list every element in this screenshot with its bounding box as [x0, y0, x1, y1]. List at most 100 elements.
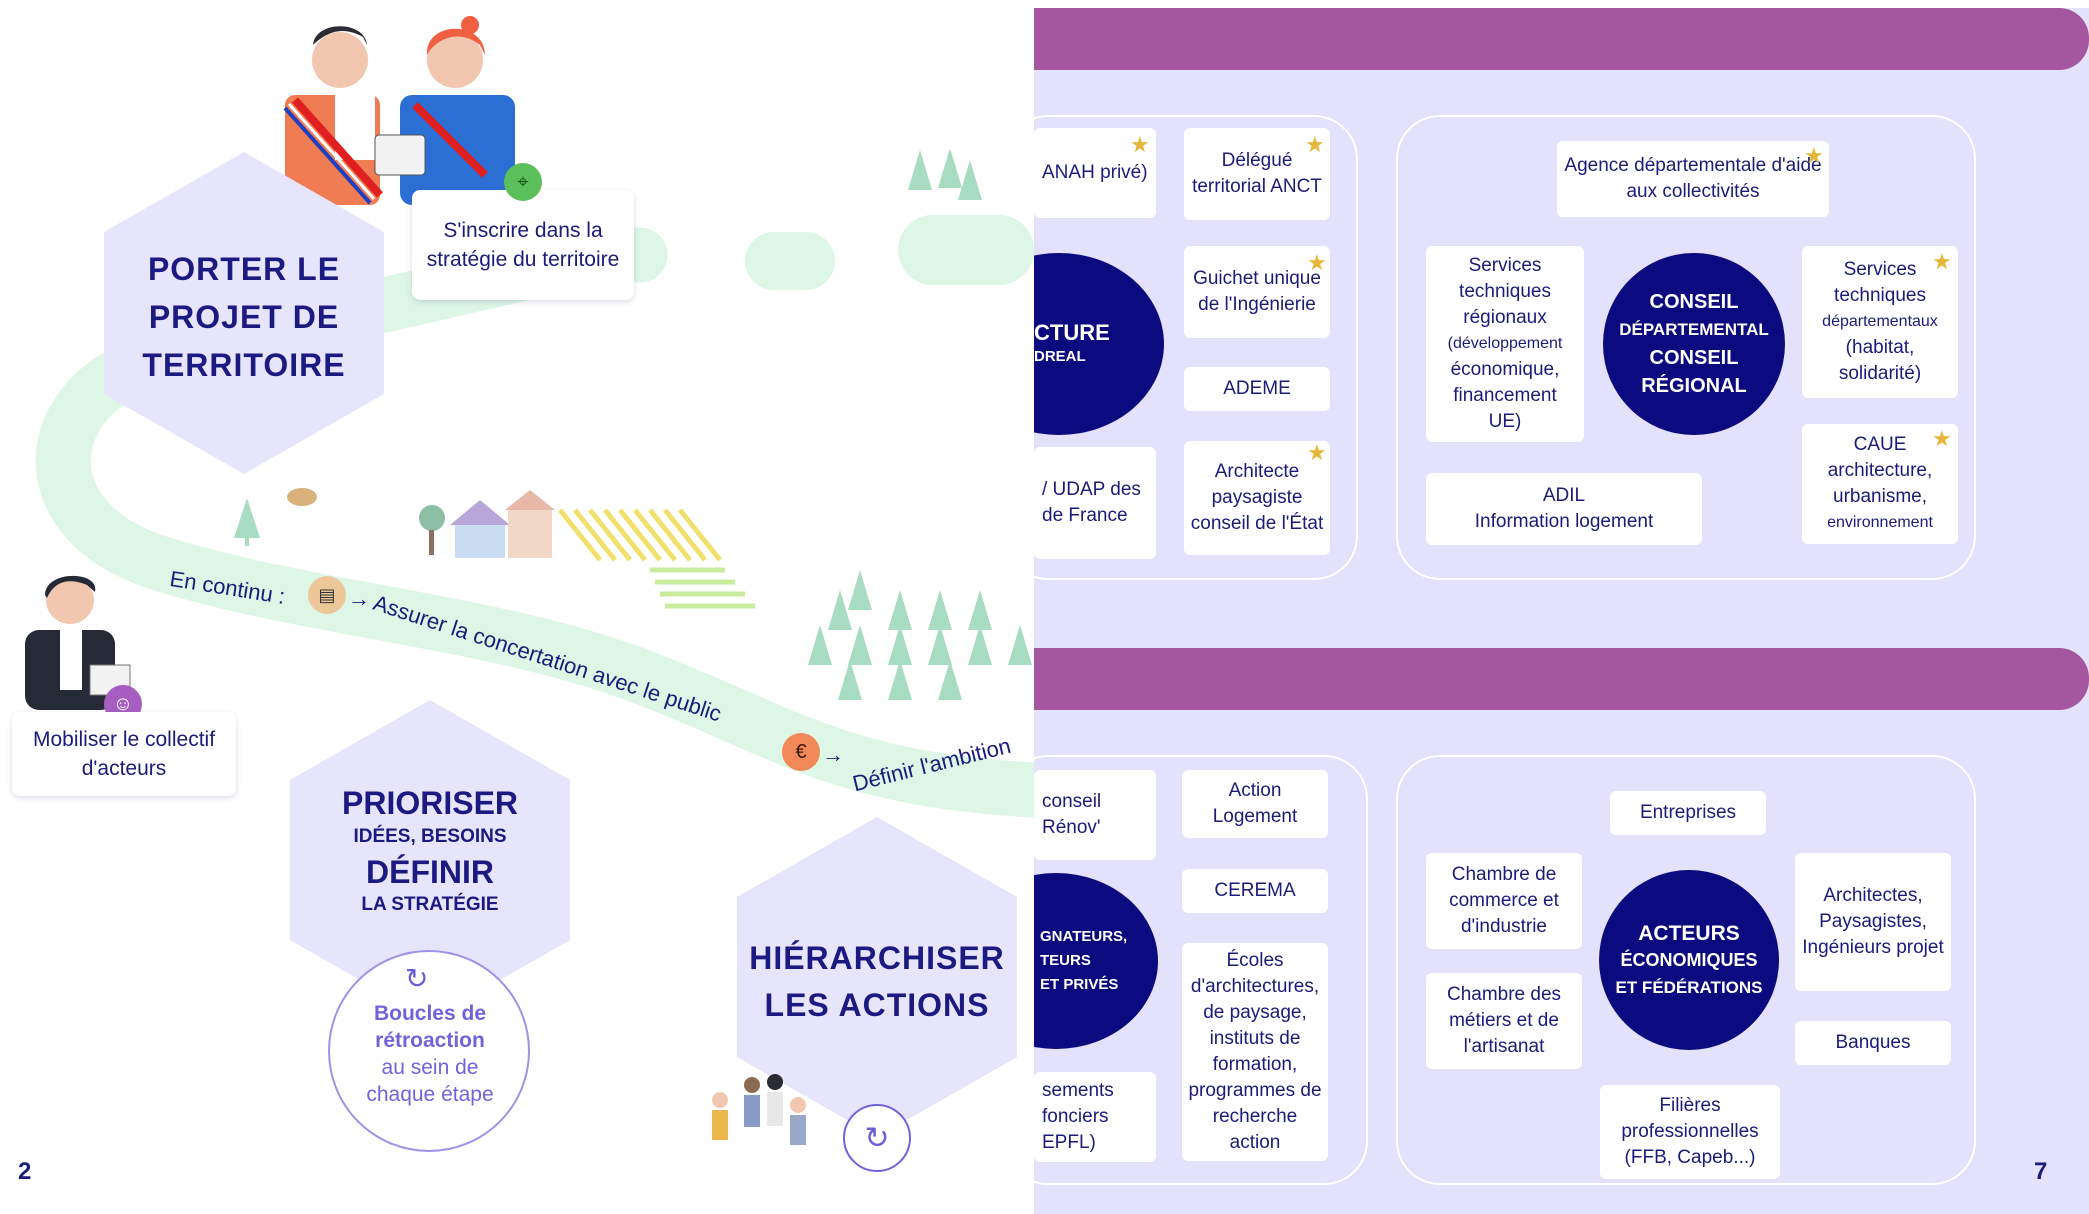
vote-icon: ▤ [308, 576, 346, 614]
card-chambre-metiers: Chambre des métiers et de l'artisanat [1426, 973, 1582, 1069]
adil-line2: Information logement [1474, 511, 1654, 532]
hex-porter-line1: PORTER LE [147, 251, 341, 287]
services-regionaux-line: UE) [1488, 411, 1522, 432]
section-bar-top [1034, 8, 2089, 70]
hexagon-hierarchiser-title: HIÉRARCHISER LES ACTIONS [737, 935, 1017, 1029]
services-dep-line: (habitat, [1845, 337, 1915, 358]
star-icon: ★ [1130, 132, 1150, 157]
euro-icon: € [782, 733, 820, 771]
conseil-line3: CONSEIL [1649, 347, 1739, 369]
hexagon-hierarchiser [737, 817, 1017, 1137]
card-ademe: ADEME [1184, 367, 1330, 411]
mobiliser-card: Mobiliser le collectif d'acteurs [12, 712, 236, 796]
conseil-line4: RÉGIONAL [1641, 375, 1747, 397]
card-entreprises: Entreprises [1610, 791, 1766, 835]
card-banques: Banques [1795, 1021, 1951, 1065]
strategy-card-text: S'inscrire dans la stratégie du territoi… [426, 219, 620, 271]
acteurs-line2: ÉCONOMIQUES [1620, 949, 1758, 970]
hexagon-prioriser-title: PRIORISER IDÉES, BESOINS DÉFINIR LA STRA… [290, 782, 570, 916]
card-guichet-text: Guichet unique de l'Ingénierie [1193, 268, 1321, 315]
card-delegue-text: Délégué territorial ANCT [1192, 150, 1322, 197]
prioriser-line4: LA STRATÉGIE [361, 894, 499, 915]
panel-collectivities [1396, 115, 1976, 580]
card-ecoles-text: Écoles d'architectures, de paysage, inst… [1188, 950, 1322, 1153]
card-adil: ADIL Information logement [1426, 473, 1702, 545]
services-regionaux-line: économique, [1450, 359, 1560, 380]
card-filieres: Filières professionnelles (FFB, Capeb...… [1600, 1085, 1780, 1179]
loop-small-icon: ↻ [843, 1104, 911, 1172]
caue-line: architecture, [1827, 460, 1933, 481]
strategy-card: S'inscrire dans la stratégie du territoi… [412, 190, 634, 300]
circle-conseil: CONSEIL DÉPARTEMENTAL CONSEIL RÉGIONAL [1603, 253, 1785, 435]
card-cerema-text: CEREMA [1214, 880, 1296, 901]
card-chambre-commerce-text: Chambre de commerce et d'industrie [1449, 864, 1559, 937]
card-banques-text: Banques [1835, 1032, 1911, 1053]
acteurs-line1: ACTEURS [1638, 921, 1740, 945]
page-number-left: 2 [18, 1158, 32, 1185]
star-icon: ★ [1932, 249, 1952, 274]
card-architectes-text: Architectes, Paysagistes, Ingénieurs pro… [1802, 885, 1944, 958]
services-dep-line: solidarité) [1838, 363, 1922, 384]
card-chambre-metiers-text: Chambre des métiers et de l'artisanat [1446, 984, 1562, 1057]
card-chambre-commerce: Chambre de commerce et d'industrie [1426, 853, 1582, 949]
hexagon-prioriser [290, 700, 570, 1020]
card-entreprises-text: Entreprises [1639, 802, 1737, 823]
card-epfl: sements fonciers EPFL) [1034, 1072, 1156, 1162]
section-bar-bottom [1034, 648, 2089, 710]
tree-icon [234, 498, 260, 546]
card-caue: CAUE architecture, urbanisme, environnem… [1802, 424, 1958, 544]
left-page: PORTER LE PROJET DE TERRITOIRE S'inscrir… [0, 0, 1034, 1214]
feedback-loop-text: Boucles de rétroaction au sein de chaque… [345, 1000, 515, 1108]
hex-porter-line2: PROJET DE [148, 299, 340, 335]
services-regionaux-line: financement [1453, 385, 1557, 406]
hierarchiser-line2: LES ACTIONS [764, 987, 990, 1023]
services-regionaux-line: (développement [1447, 335, 1563, 352]
card-epfl-text: sements fonciers EPFL) [1042, 1080, 1114, 1153]
funders-line1: GNATEURS, [1040, 928, 1128, 945]
services-dep-line: techniques [1834, 285, 1926, 306]
panel-funders [1034, 755, 1368, 1185]
hex-porter-line3: TERRITOIRE [142, 347, 346, 383]
services-regionaux-line: régionaux [1463, 307, 1547, 328]
card-cerema: CEREMA [1182, 869, 1328, 913]
prefecture-line1: CTURE [1034, 320, 1110, 345]
conseil-line2: DÉPARTEMENTAL [1619, 320, 1769, 339]
card-anah-text: ANAH privé) [1042, 162, 1148, 183]
star-icon: ★ [1307, 440, 1327, 465]
arrow-right-icon: → [348, 586, 370, 611]
caue-line: urbanisme, [1833, 486, 1927, 507]
star-icon: ★ [1932, 426, 1952, 451]
funders-line3: ET PRIVÉS [1040, 976, 1119, 993]
caue-line: environnement [1827, 514, 1933, 531]
prefecture-line2: DREAL [1034, 348, 1086, 365]
card-architecte: Architecte paysagiste conseil de l'État [1184, 441, 1330, 555]
feedback-loop-circle [328, 950, 530, 1152]
card-architectes: Architectes, Paysagistes, Ingénieurs pro… [1795, 853, 1951, 991]
services-regionaux-line: Services [1468, 255, 1542, 276]
card-delegue: Délégué territorial ANCT [1184, 128, 1330, 220]
prioriser-line2: IDÉES, BESOINS [353, 826, 507, 847]
card-action-logement: Action Logement [1182, 770, 1328, 838]
caue-line: CAUE [1853, 434, 1907, 455]
hexagon-porter [104, 152, 384, 474]
ambition-arrow-icon: → [822, 742, 844, 767]
loop-icon: ↻ [405, 963, 429, 994]
card-services-dep: Services techniques départementaux (habi… [1802, 246, 1958, 398]
acteurs-line3: ET FÉDÉRATIONS [1615, 977, 1763, 997]
circle-acteurs: ACTEURS ÉCONOMIQUES ET FÉDÉRATIONS [1599, 870, 1779, 1050]
adil-line1: ADIL [1542, 485, 1586, 506]
card-architecte-text: Architecte paysagiste conseil de l'État [1190, 461, 1324, 534]
card-ademe-text: ADEME [1223, 378, 1291, 399]
services-regionaux-line: techniques [1459, 281, 1551, 302]
card-ecoles: Écoles d'architectures, de paysage, inst… [1182, 943, 1328, 1161]
hierarchiser-line1: HIÉRARCHISER [749, 940, 1005, 976]
card-action-logement-text: Action Logement [1212, 780, 1298, 827]
card-renov: conseil Rénov' [1034, 770, 1156, 860]
card-agence: Agence départementale d'aide aux collect… [1557, 141, 1829, 217]
card-anah: ANAH privé) [1034, 128, 1156, 218]
card-udap: / UDAP des de France [1034, 447, 1156, 559]
location-pin-icon: ⌖ [504, 163, 542, 201]
star-icon: ★ [1804, 143, 1824, 168]
conseil-line1: CONSEIL [1649, 291, 1739, 313]
prioriser-line1: PRIORISER [341, 785, 519, 821]
